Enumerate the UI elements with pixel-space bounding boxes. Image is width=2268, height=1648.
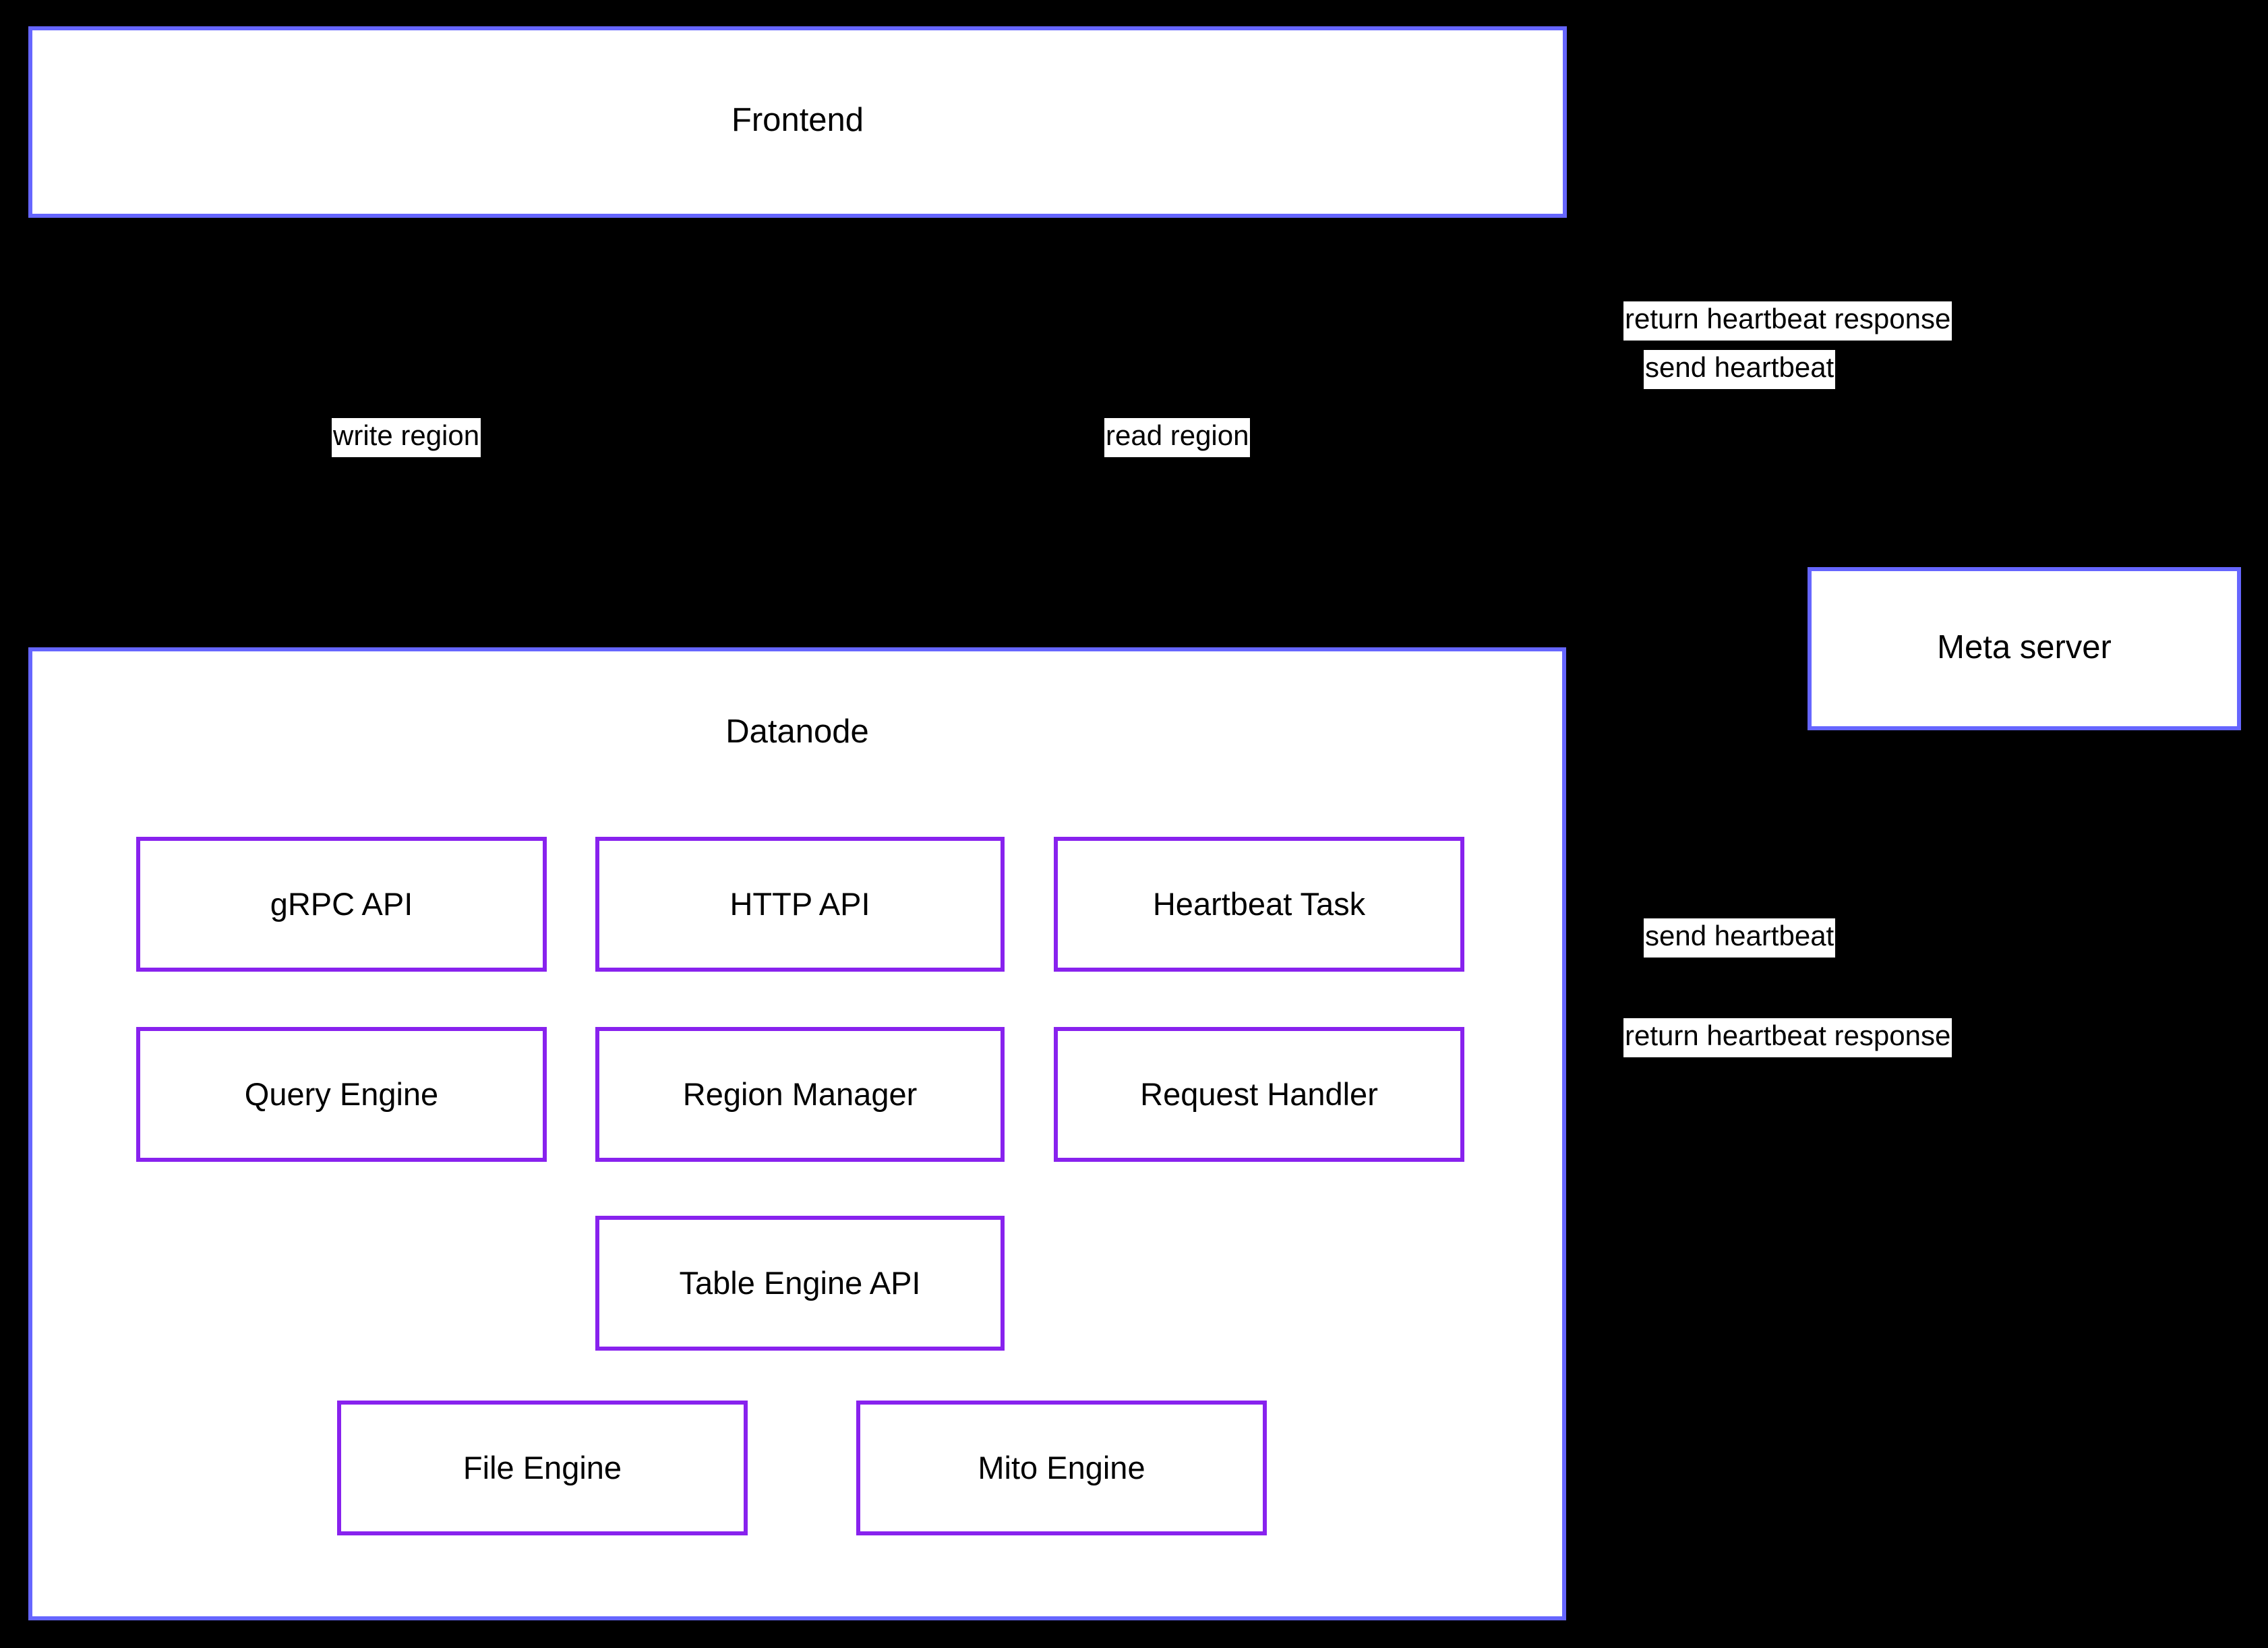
datanode-component-request-handler[interactable]: Request Handler [1054, 1027, 1464, 1162]
meta-server-node[interactable]: Meta server [1808, 567, 2241, 730]
datanode-component-heartbeat-task[interactable]: Heartbeat Task [1054, 837, 1464, 972]
datanode-component-label: gRPC API [270, 886, 413, 922]
datanode-component-query-engine[interactable]: Query Engine [136, 1027, 547, 1162]
datanode-component-file-engine[interactable]: File Engine [337, 1401, 748, 1535]
edge-label-return-heartbeat-response-top: return heartbeat response [1623, 301, 1952, 341]
edge-label-send-heartbeat-top: send heartbeat [1644, 350, 1836, 389]
edge-label-return-heartbeat-response-bottom: return heartbeat response [1623, 1018, 1952, 1057]
datanode-component-http-api[interactable]: HTTP API [595, 837, 1005, 972]
datanode-component-label: Region Manager [682, 1076, 918, 1113]
datanode-component-label: Mito Engine [978, 1450, 1145, 1486]
datanode-component-grpc-api[interactable]: gRPC API [136, 837, 547, 972]
edge-label-read-region: read region [1104, 418, 1251, 457]
edge-label-send-heartbeat-bottom: send heartbeat [1644, 918, 1836, 958]
datanode-component-label: Heartbeat Task [1152, 886, 1366, 922]
datanode-component-mito-engine[interactable]: Mito Engine [856, 1401, 1267, 1535]
datanode-component-label: File Engine [462, 1450, 622, 1486]
edge-label-write-region: write region [332, 418, 481, 457]
datanode-node-label: Datanode [725, 713, 869, 750]
datanode-component-label: Table Engine API [679, 1265, 921, 1301]
frontend-node-label: Frontend [731, 102, 864, 138]
datanode-component-table-engine-api[interactable]: Table Engine API [595, 1216, 1005, 1351]
datanode-component-label: Request Handler [1140, 1076, 1378, 1113]
datanode-component-label: Query Engine [244, 1076, 439, 1113]
datanode-component-region-manager[interactable]: Region Manager [595, 1027, 1005, 1162]
frontend-node[interactable]: Frontend [28, 26, 1567, 218]
datanode-component-label: HTTP API [729, 886, 870, 922]
meta-server-node-label: Meta server [1937, 629, 2112, 666]
